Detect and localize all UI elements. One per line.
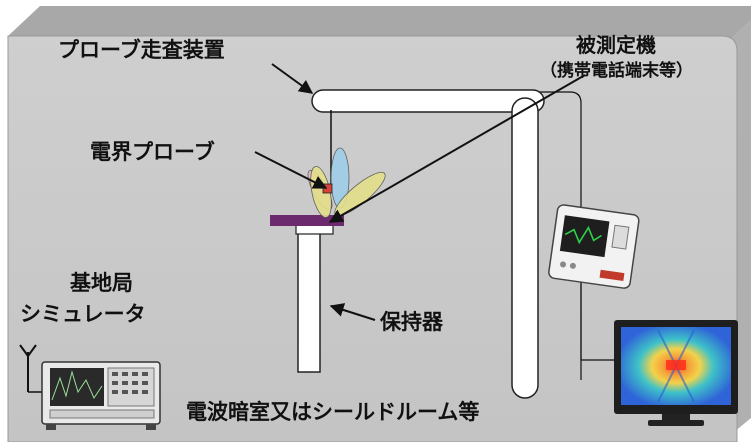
monitor-stand (662, 414, 690, 420)
measurement-instrument (548, 204, 640, 289)
label-holder: 保持器 (380, 310, 443, 334)
arrow-to-scanner (271, 63, 314, 94)
holder-post (297, 231, 321, 373)
arrow-to-device (328, 74, 586, 223)
base-station-simulator (19, 344, 161, 430)
scanner-top-beam (311, 89, 545, 113)
scanner-vertical-post (511, 97, 539, 399)
label-e-field-probe: 電界プローブ (90, 140, 215, 164)
shield-room (7, 6, 751, 442)
device-platform (270, 215, 344, 226)
label-probe-scanner: プローブ走査装置 (58, 38, 225, 62)
probe-tip (322, 183, 333, 194)
field-distribution-monitor (614, 320, 738, 426)
label-device-under-test-sub: （携帯電話端末等） (540, 61, 693, 81)
label-chamber: 電波暗室又はシールドルーム等 (186, 400, 480, 424)
label-device-under-test: 被測定機 (576, 33, 656, 57)
label-base-station-line1: 基地局 (70, 271, 133, 295)
pointer-arrows (254, 63, 586, 321)
arrow-to-probe (254, 151, 328, 189)
spectrum-analyzer-icon (41, 361, 161, 430)
device-holder (270, 215, 344, 373)
arrow-to-holder (329, 303, 376, 321)
label-base-station-line2: シミュレータ (20, 302, 146, 326)
room-floor-face (7, 35, 738, 442)
